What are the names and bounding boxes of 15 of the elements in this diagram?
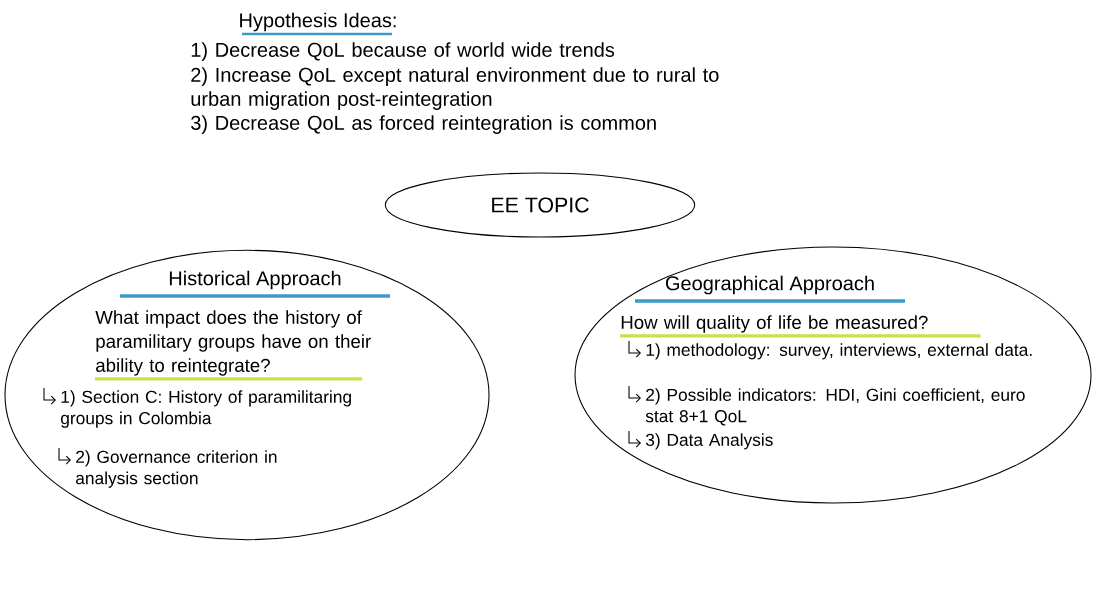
approach-ellipse [574, 246, 1092, 504]
hypothesis-item: 1) Decrease QoL because of world wide trends [191, 42, 615, 61]
list-item: 3) Data Analysis [645, 433, 773, 450]
list-item: 2) Possible indicators: HDI, Gini coefficient, euro stat 8+1 QoL [645, 388, 1025, 426]
approach-ellipse [4, 249, 490, 541]
list-item: 2) Governance criterion in analysis section [76, 450, 277, 488]
heading: Geographical Approach [665, 275, 874, 295]
question: What impact does the history of paramilitary groups have on their ability to reintegrate? [95, 310, 371, 376]
list-item: 1) methodology: survey, interviews, external data. [646, 343, 1032, 360]
list-item: 1) Section C: History of paramilitaring groups in Colombia [61, 390, 351, 428]
hypothesis-item: 3) Decrease QoL as forced reintegration is common [191, 115, 656, 134]
hypothesis-item: 2) Increase QoL except natural environment due to rural to urban migration post-reintegration [191, 67, 719, 110]
heading: Hypothesis Ideas: [240, 12, 396, 32]
question: How will quality of life be measured? [621, 315, 928, 333]
heading: Historical Approach [169, 270, 341, 290]
